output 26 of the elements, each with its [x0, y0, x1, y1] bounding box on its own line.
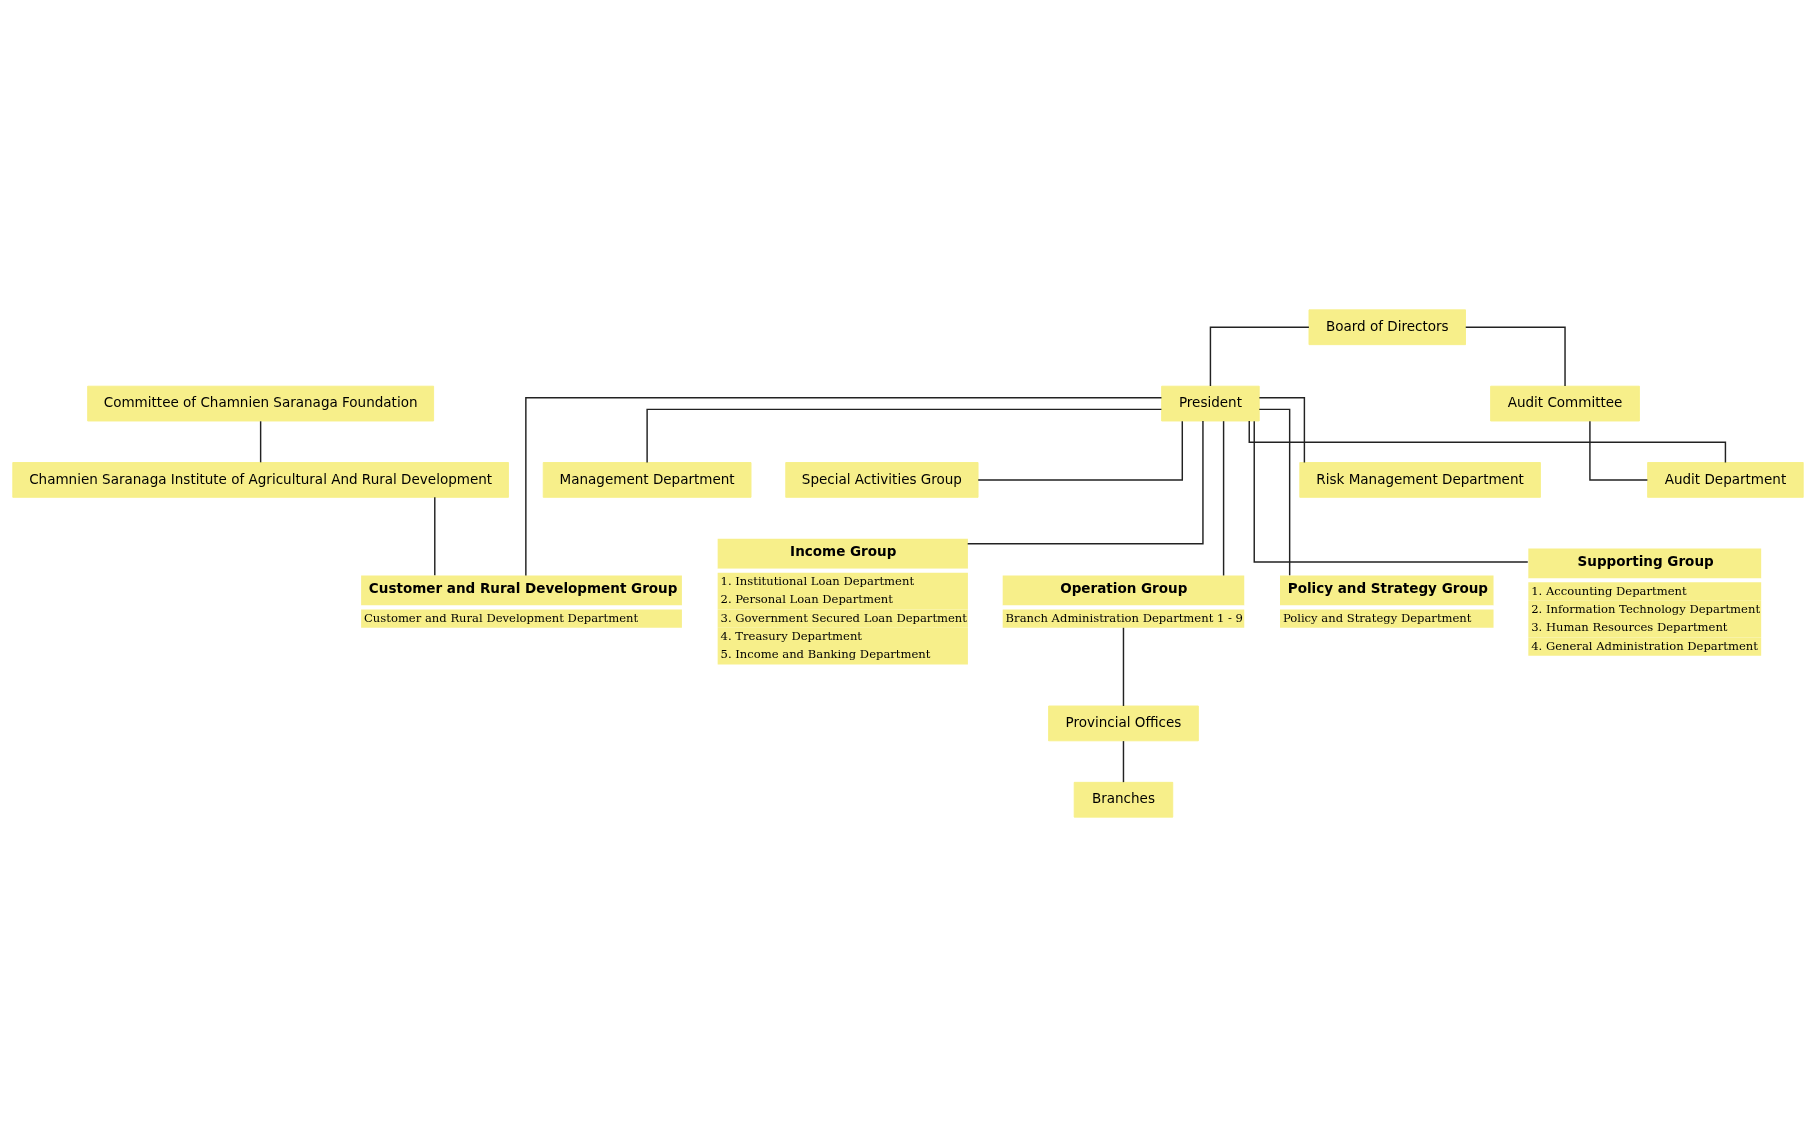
- node-box: Provincial Offices: [1048, 705, 1199, 741]
- node-box: President: [1161, 385, 1260, 421]
- node-box: Branches: [1073, 781, 1174, 818]
- connector: [1253, 419, 1529, 563]
- connector: [1209, 326, 1310, 387]
- connector: [434, 496, 436, 576]
- connector: [1222, 419, 1225, 576]
- node-box: Risk Management Department: [1299, 461, 1541, 498]
- connector: [525, 396, 1163, 576]
- connector: [259, 420, 262, 463]
- connector: [1258, 408, 1291, 576]
- connector: [1122, 739, 1125, 783]
- connector: [1122, 626, 1125, 707]
- node-box: Special Activities Group: [785, 461, 979, 498]
- node-box: Committee of Chamnien Saranaga Foundation: [87, 385, 435, 421]
- connector: [646, 408, 1163, 463]
- node-box: Audit Committee: [1490, 385, 1640, 421]
- node-box: Management Department: [542, 461, 752, 498]
- connector: [1465, 326, 1566, 387]
- node-box: Chamnien Saranaga Institute of Agricultural And Rural Development: [12, 461, 509, 498]
- connector: [977, 420, 1183, 481]
- node-box: Audit Department: [1647, 461, 1804, 498]
- connector: [1258, 396, 1306, 463]
- connector: [966, 419, 1204, 544]
- connector: [1589, 420, 1649, 481]
- node-box: Board of Directors: [1308, 308, 1466, 345]
